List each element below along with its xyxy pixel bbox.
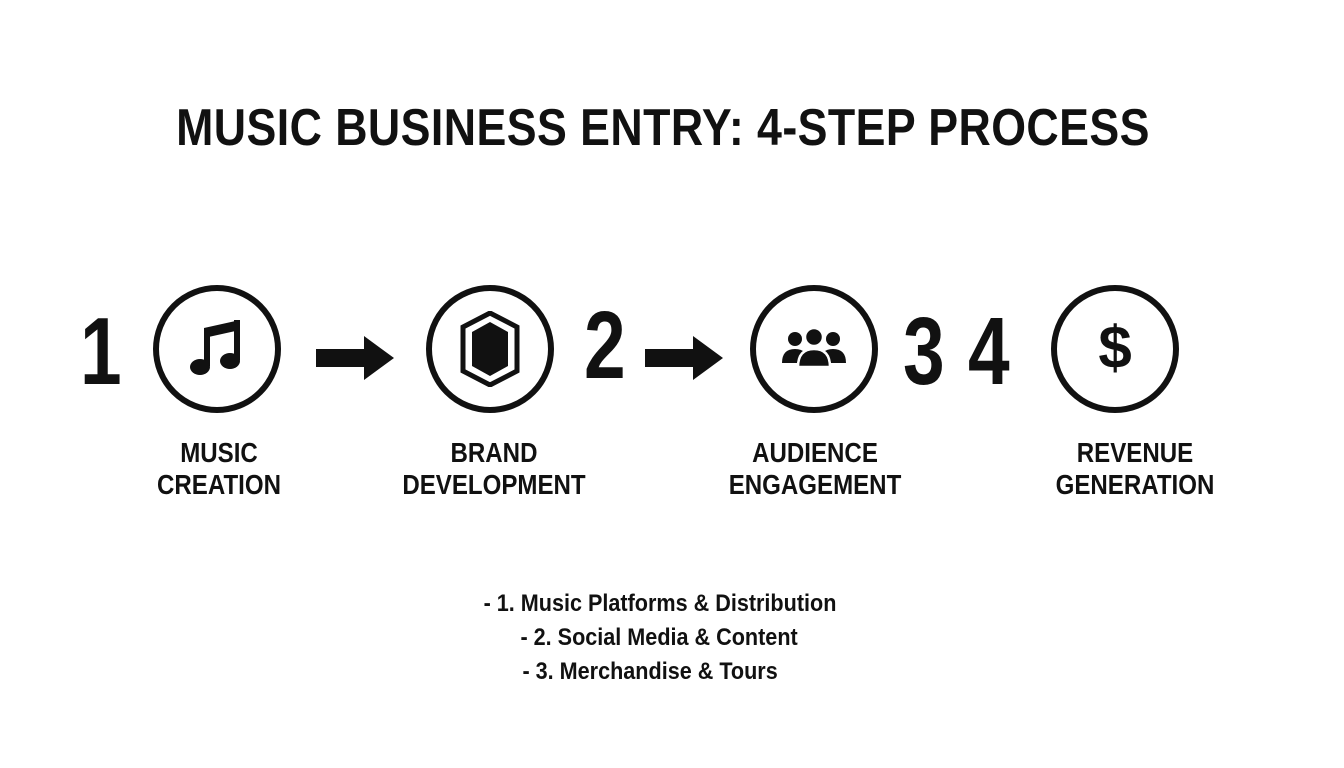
bullet-item-1: - 1. Music Platforms & Distribution: [483, 590, 837, 617]
step-4-label-line2: GENERATION: [1055, 469, 1215, 500]
step-2-circle: [426, 285, 554, 413]
step-2-label: BRAND DEVELOPMENT: [391, 437, 597, 501]
step-2-label-line1: BRAND: [450, 437, 538, 468]
step-3-label-line1: AUDIENCE: [752, 437, 878, 468]
shield-icon: [460, 311, 520, 387]
dollar-icon: $: [1098, 314, 1131, 381]
step-1-label-line1: MUSIC: [180, 437, 258, 468]
step-number-3: 3: [903, 298, 945, 405]
step-4-circle: $: [1051, 285, 1179, 413]
svg-text:$: $: [1098, 314, 1131, 381]
step-number-1: 1: [80, 298, 122, 405]
step-3-label: AUDIENCE ENGAGEMENT: [712, 437, 918, 501]
diagram-title: MUSIC BUSINESS ENTRY: 4-STEP PROCESS: [176, 99, 1150, 157]
group-icon: [782, 327, 846, 369]
step-1-circle: [153, 285, 281, 413]
step-number-2: 2: [584, 292, 626, 399]
step-1-label-line2: CREATION: [157, 469, 281, 500]
bullet-item-3: - 3. Merchandise & Tours: [522, 658, 778, 685]
step-3-label-line2: ENGAGEMENT: [728, 469, 902, 500]
step-3-circle: [750, 285, 878, 413]
arrow-2-icon: [645, 336, 723, 380]
arrow-1-icon: [316, 336, 394, 380]
step-4-label: REVENUE GENERATION: [1032, 437, 1238, 501]
bullet-item-2: - 2. Social Media & Content: [520, 624, 798, 651]
music-note-icon: [190, 320, 240, 375]
step-2-label-line2: DEVELOPMENT: [402, 469, 586, 500]
step-1-label: MUSIC CREATION: [116, 437, 322, 501]
bullet-list: - 1. Music Platforms & Distribution - 2.…: [426, 587, 894, 689]
step-4-label-line1: REVENUE: [1076, 437, 1194, 468]
step-number-4: 4: [968, 298, 1010, 405]
